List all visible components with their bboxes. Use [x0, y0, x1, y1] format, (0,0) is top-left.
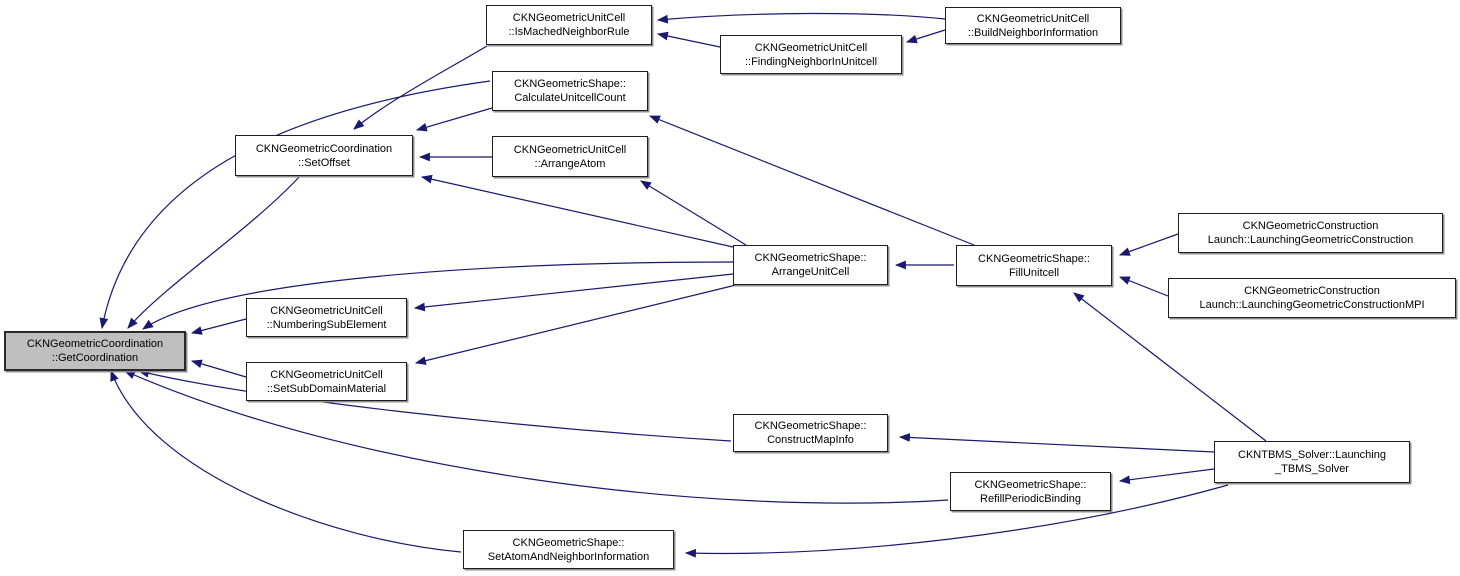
node-label-line: CKNGeometricCoordination — [255, 142, 393, 155]
node-label-line: ::NumberingSubElement — [266, 318, 387, 331]
node-label-line: CKNGeometricCoordination — [26, 338, 164, 350]
edge-build-neighbor-information-to-finding-neighbor-in-unitcell — [905, 29, 946, 44]
graph-node-launching-tbms-solver[interactable]: CKNTBMS_Solver::Launching_TBMS_Solver — [1214, 441, 1410, 483]
node-label-line: CKNGeometricUnitCell — [270, 368, 383, 381]
edge-calculate-unitcell-count-to-get-coordination — [99, 80, 491, 330]
edge-build-neighbor-information-to-is-mached-neighbor-rule — [656, 12, 946, 24]
node-label-line: ::SetSubDomainMaterial — [266, 382, 387, 395]
node-label-line: ::ArrangeAtom — [534, 157, 606, 170]
edge-finding-neighbor-in-unitcell-to-is-mached-neighbor-rule — [656, 31, 721, 48]
node-label-line: _TBMS_Solver — [1275, 463, 1349, 475]
edge-arrange-unit-cell-to-set-sub-domain-material — [414, 284, 737, 365]
edge-launching-tbms-solver-to-set-atom-and-neighbor-information — [684, 484, 1229, 558]
edge-is-mached-neighbor-rule-to-set-offset — [353, 45, 488, 130]
edge-launching-tbms-solver-to-fill-unitcell — [1073, 292, 1267, 442]
graph-node-refill-periodic-binding[interactable]: CKNGeometricShape::RefillPeriodicBinding — [950, 472, 1111, 511]
node-label-line: ConstructMapInfo — [767, 434, 854, 446]
node-label-line: CKNGeometricShape:: — [978, 252, 1090, 265]
node-label-line: Launch::LaunchingGeometricConstruction — [1207, 234, 1414, 246]
graph-node-numbering-sub-element[interactable]: CKNGeometricUnitCell::NumberingSubElemen… — [246, 298, 407, 337]
node-label-line: CKNGeometricUnitCell — [512, 12, 626, 24]
node-label-line: CKNGeometricUnitCell — [513, 143, 627, 156]
node-label-line: CKNGeometricShape:: — [514, 78, 626, 90]
node-label-line: RefillPeriodicBinding — [980, 492, 1081, 505]
node-label-line: CalculateUnitcellCount — [514, 92, 626, 104]
edge-refill-periodic-binding-to-get-coordination — [123, 370, 949, 504]
node-label-line: CKNTBMS_Solver::Launching — [1238, 449, 1386, 461]
node-label-line: FillUnitcell — [1008, 266, 1060, 279]
node-label-line: Launch::LaunchingGeometricConstructionMP… — [1199, 299, 1425, 311]
edge-set-atom-and-neighbor-information-to-get-coordination — [110, 369, 462, 553]
node-label-line: SetAtomAndNeighborInformation — [487, 550, 650, 563]
edge-set-offset-to-get-coordination — [127, 175, 301, 329]
graph-node-arrange-unit-cell[interactable]: CKNGeometricShape::ArrangeUnitCell — [733, 245, 888, 285]
edge-arrange-unit-cell-to-get-coordination — [142, 261, 734, 330]
node-label-line: ::FindingNeighborInUnitcell — [744, 55, 878, 68]
node-label-line: ::GetCoordination — [51, 352, 139, 364]
node-label-line: ::IsMachedNeighborRule — [508, 26, 630, 38]
edge-launching-tbms-solver-to-refill-periodic-binding — [1118, 468, 1215, 485]
node-label-line: ArrangeUnitCell — [771, 266, 850, 278]
graph-node-set-offset[interactable]: CKNGeometricCoordination::SetOffset — [235, 135, 413, 176]
node-label-line: ::SetOffset — [298, 156, 350, 169]
graph-node-finding-neighbor-in-unitcell[interactable]: CKNGeometricUnitCell::FindingNeighborInU… — [720, 35, 902, 74]
edge-launching-geometric-construction-to-fill-unitcell — [1118, 233, 1179, 256]
graph-node-construct-map-info[interactable]: CKNGeometricShape::ConstructMapInfo — [733, 414, 888, 452]
node-label-line: CKNGeometricUnitCell — [976, 12, 1090, 25]
edge-numbering-sub-element-to-get-coordination — [190, 318, 247, 335]
graph-node-fill-unitcell[interactable]: CKNGeometricShape::FillUnitcell — [956, 245, 1112, 286]
edge-arrange-unit-cell-to-arrange-atom — [640, 180, 747, 246]
edge-arrange-unit-cell-to-numbering-sub-element — [413, 273, 734, 312]
node-label-line: CKNGeometricUnitCell — [270, 304, 383, 317]
edge-launching-tbms-solver-to-construct-map-info — [898, 433, 1215, 453]
edge-fill-unitcell-to-calculate-unitcell-count — [648, 115, 975, 246]
node-label-line: CKNGeometricShape:: — [754, 252, 867, 264]
graph-node-set-atom-and-neighbor-information[interactable]: CKNGeometricShape::SetAtomAndNeighborInf… — [463, 530, 674, 569]
node-label-line: ::BuildNeighborInformation — [967, 26, 1099, 39]
graph-node-arrange-atom[interactable]: CKNGeometricUnitCell::ArrangeAtom — [492, 136, 648, 177]
graph-node-calculate-unitcell-count[interactable]: CKNGeometricShape::CalculateUnitcellCoun… — [492, 71, 648, 111]
node-label-line: CKNGeometricShape:: — [512, 536, 625, 549]
graph-node-set-sub-domain-material[interactable]: CKNGeometricUnitCell::SetSubDomainMateri… — [246, 362, 407, 401]
graph-node-build-neighbor-information[interactable]: CKNGeometricUnitCell::BuildNeighborInfor… — [945, 7, 1121, 44]
edge-launching-geometric-construction-mpi-to-fill-unitcell — [1118, 276, 1169, 297]
node-label-line: CKNGeometricShape:: — [754, 420, 867, 432]
graph-node-is-mached-neighbor-rule[interactable]: CKNGeometricUnitCell::IsMachedNeighborRu… — [486, 5, 652, 45]
node-label-line: CKNGeometricUnitCell — [754, 41, 868, 54]
edge-construct-map-info-to-get-coordination — [137, 369, 732, 442]
graph-node-get-coordination: CKNGeometricCoordination::GetCoordinatio… — [4, 331, 186, 371]
edge-set-sub-domain-material-to-get-coordination — [190, 359, 247, 378]
edge-calculate-unitcell-count-to-set-offset — [415, 107, 493, 132]
edge-arrange-unit-cell-to-set-offset — [420, 174, 734, 248]
node-label-line: CKNGeometricConstruction — [1244, 285, 1380, 297]
node-label-line: CKNGeometricShape:: — [974, 478, 1087, 491]
node-label-line: CKNGeometricConstruction — [1242, 220, 1379, 232]
